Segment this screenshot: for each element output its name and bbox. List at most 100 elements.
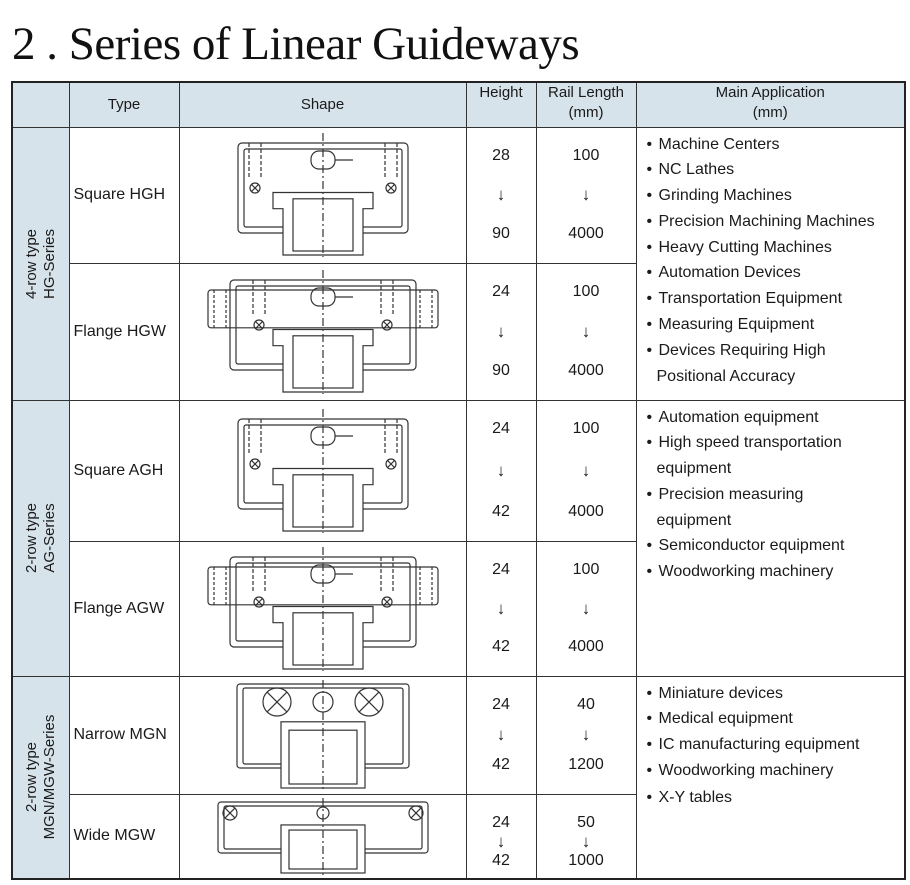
height-max: 42 — [492, 756, 510, 773]
application-list: Miniature devicesMedical equipmentIC man… — [647, 681, 901, 812]
square-block-drawing-icon — [180, 133, 466, 257]
header-rail-length-label: Rail Length — [548, 84, 624, 101]
height-min: 24 — [492, 561, 510, 578]
application-text: Machine Centers — [658, 135, 780, 153]
height-min: 28 — [492, 147, 510, 164]
flange-block-drawing-icon — [180, 546, 466, 671]
header-series — [11, 81, 70, 128]
applications-cell: Machine CentersNC LathesGrinding Machine… — [635, 126, 906, 401]
down-arrow-icon: ↓ — [496, 725, 506, 744]
height-min: 24 — [492, 420, 510, 437]
application-text: Transportation Equipment — [658, 290, 843, 308]
application-item: Heavy Cutting Machines — [647, 235, 901, 261]
series-name: MGN/MGW-Series — [40, 714, 58, 840]
application-text-continued: equipment — [656, 511, 732, 529]
application-text: Heavy Cutting Machines — [658, 238, 832, 256]
rail-length-min: 40 — [577, 696, 595, 713]
shape-cell — [178, 540, 467, 677]
rail-length-cell: 100↓4000 — [535, 262, 637, 401]
height-min: 24 — [492, 813, 510, 831]
application-text: Precision Machining Machines — [658, 212, 875, 230]
application-text-continued: equipment — [656, 460, 732, 478]
down-arrow-icon: ↓ — [581, 831, 591, 851]
height-cell: 24↓42 — [465, 793, 537, 880]
rail-length-max: 4000 — [568, 503, 604, 520]
series-name: AG-Series — [40, 503, 58, 573]
header-main-application-label: Main Application — [715, 84, 825, 101]
down-arrow-icon: ↓ — [581, 185, 591, 204]
wide-block-drawing-icon — [180, 797, 466, 875]
shape-cell — [178, 399, 467, 542]
narrow-block-drawing-icon — [180, 680, 466, 790]
type-cell: Narrow MGN — [68, 675, 180, 795]
header-type: Type — [68, 81, 180, 128]
rail-length-cell: 100↓4000 — [535, 399, 637, 542]
flange-block-drawing-icon — [180, 269, 466, 394]
rail-length-cell: 40↓1200 — [535, 675, 637, 795]
application-item: X-Y tables — [647, 784, 901, 812]
shape-cell — [178, 262, 467, 401]
header-main-application-unit: (mm) — [752, 104, 788, 121]
series-name: HG-Series — [40, 228, 58, 299]
application-item: NC Lathes — [647, 157, 901, 183]
application-item: Precision Machining Machines — [647, 209, 901, 235]
application-text: Automation equipment — [658, 408, 819, 426]
application-item: Miniature devices — [647, 681, 901, 707]
series-row-type: 2-row type — [22, 742, 40, 813]
application-item: Automation Devices — [647, 260, 901, 286]
rail-length-min: 100 — [572, 561, 600, 578]
application-item: Transportation Equipment — [647, 286, 901, 312]
type-cell: Square AGH — [68, 399, 180, 542]
header-shape: Shape — [178, 81, 467, 128]
header-row: Type Shape Height Rail Length (mm) Main … — [11, 81, 906, 128]
rail-length-min: 100 — [572, 147, 600, 164]
down-arrow-icon: ↓ — [496, 321, 506, 341]
applications-cell: Miniature devicesMedical equipmentIC man… — [635, 675, 906, 880]
application-text: Woodworking machinery — [658, 563, 834, 581]
rail-length-max: 1000 — [568, 851, 604, 869]
application-item: Semiconductor equipment — [647, 533, 901, 559]
down-arrow-icon: ↓ — [496, 185, 506, 204]
down-arrow-icon: ↓ — [581, 598, 591, 618]
type-cell: Wide MGW — [68, 793, 180, 880]
height-min: 24 — [492, 696, 510, 713]
height-max: 42 — [492, 851, 510, 869]
application-list: Machine CentersNC LathesGrinding Machine… — [647, 132, 901, 390]
application-text: X-Y tables — [658, 788, 733, 806]
application-item: Woodworking machinery — [647, 559, 901, 585]
application-list: Automation equipmentHigh speed transport… — [647, 405, 901, 586]
down-arrow-icon: ↓ — [496, 598, 506, 618]
application-item: Machine Centers — [647, 132, 901, 158]
series-row-type: 4-row type — [22, 228, 40, 299]
height-max: 42 — [492, 503, 510, 520]
rail-length-max: 4000 — [568, 638, 604, 655]
application-item: Measuring Equipment — [647, 312, 901, 338]
rail-length-max: 4000 — [568, 362, 604, 379]
height-cell: 28↓90 — [465, 126, 537, 264]
down-arrow-icon: ↓ — [581, 725, 591, 744]
rail-length-min: 100 — [572, 420, 600, 437]
shape-cell — [178, 675, 467, 795]
rail-length-min: 100 — [572, 283, 600, 300]
application-text: Woodworking machinery — [658, 761, 834, 779]
application-text: IC manufacturing equipment — [658, 736, 860, 754]
rail-length-cell: 100 ↓ 4000 — [535, 540, 637, 677]
rail-length-max: 4000 — [568, 225, 604, 242]
height-cell: 24↓90 — [465, 262, 537, 401]
height-max: 90 — [492, 362, 510, 379]
header-main-application: Main Application (mm) — [635, 81, 906, 128]
header-rail-length: Rail Length (mm) — [535, 81, 637, 128]
application-text: Automation Devices — [658, 264, 801, 282]
square-block-drawing-icon — [180, 408, 466, 533]
type-cell: Flange HGW — [68, 262, 180, 401]
page-title: 2 . Series of Linear Guideways — [12, 18, 580, 70]
